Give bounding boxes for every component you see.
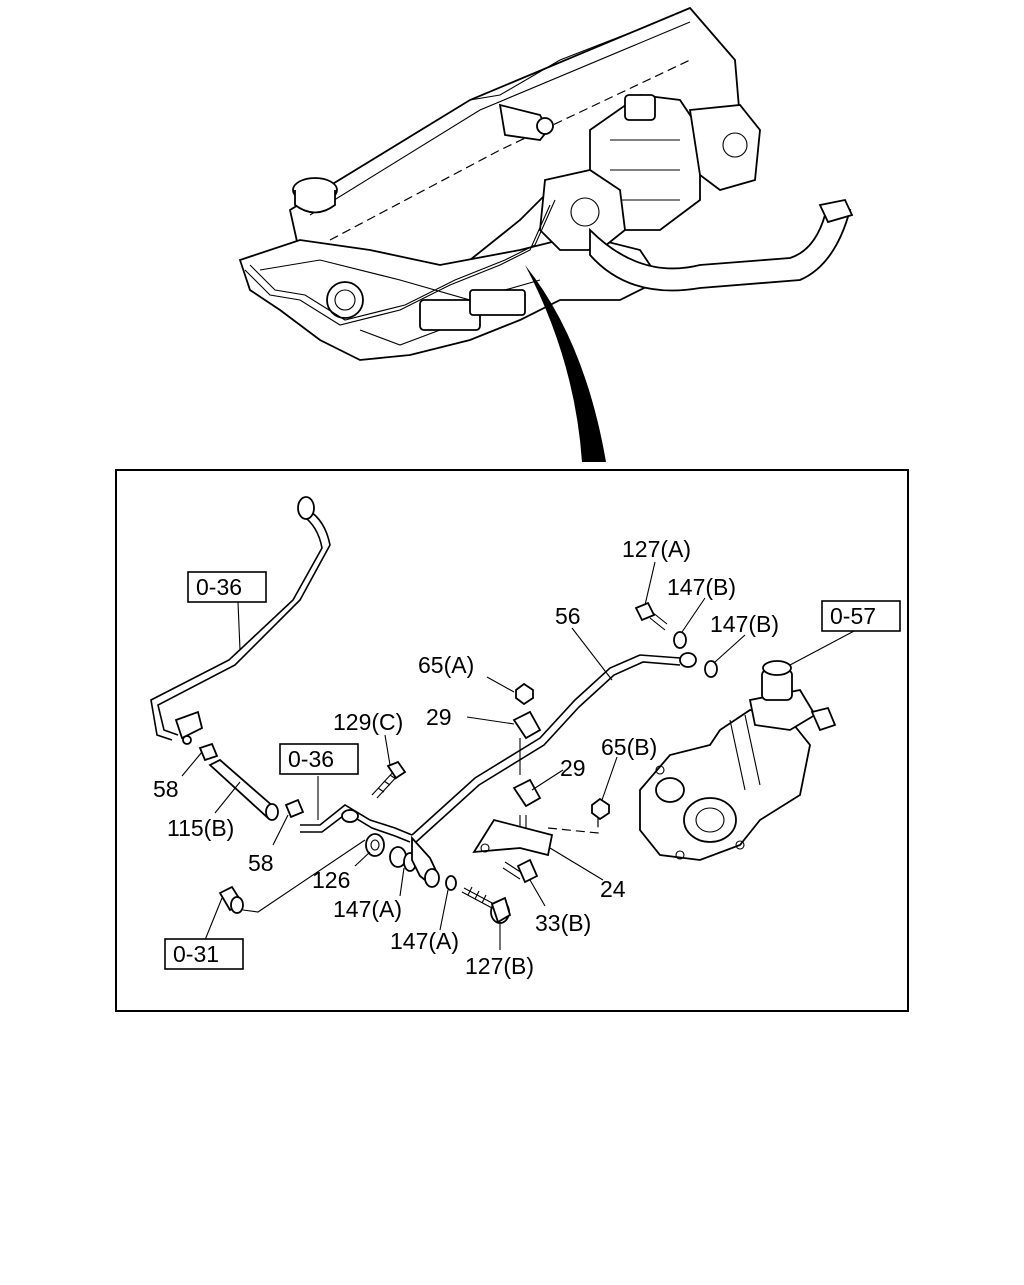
detail-frame [115,469,909,1012]
oil-feed-pipe [150,496,331,745]
banjo-fitting [411,835,440,888]
reference-box-0-31[interactable]: 0-31 [164,938,244,970]
banjo-washer-126 [365,833,385,857]
nut-65a [515,682,534,706]
callout-65a: 65(A) [418,652,474,678]
leader-pointer [525,265,606,462]
callout-127a: 127(A) [622,536,691,562]
callout-33b: 33(B) [535,910,591,936]
return-pipe [300,804,413,843]
washer-147b-upper [673,631,687,649]
banjo-bolt-127b [461,886,512,924]
bracket-24 [472,803,599,857]
callout-127b: 127(B) [465,953,534,979]
callout-65b: 65(B) [601,734,657,760]
callout-24: 24 [600,876,626,902]
bolt-127a [634,601,668,631]
callout-115b: 115(B) [167,815,234,841]
callout-29-lower: 29 [560,755,586,781]
callout-56: 56 [555,603,581,629]
union-connector [218,839,366,914]
callout-126: 126 [312,867,350,893]
washer-147b-right [704,660,718,678]
callout-labels: 127(A) 147(B) 147(B) 56 65(A) 29 129(C) … [153,536,779,979]
gasket-147a-center [445,875,457,891]
pipe-56 [411,652,697,843]
callout-58-upper: 58 [153,776,179,802]
egr-valve-housing [639,660,837,861]
callout-58-lower: 58 [248,850,274,876]
hose-clip-58-upper [198,742,219,762]
reference-box-0-36-lower[interactable]: 0-36 [279,743,359,775]
clamp-29-upper [512,710,542,775]
callout-147b-upper: 147(B) [667,574,736,600]
leader-lines [181,561,857,950]
callout-147a-center: 147(A) [390,928,459,954]
reference-box-0-57[interactable]: 0-57 [821,600,901,632]
hose-115b [208,758,279,821]
nut-65b [591,797,610,821]
reference-label: 0-31 [173,941,219,967]
callout-129c: 129(C) [333,709,403,735]
callout-147a-left: 147(A) [333,896,402,922]
bolt-129c [371,760,407,799]
clamp-29-lower [512,778,542,808]
callout-147b-right: 147(B) [710,611,779,637]
reference-label: 0-57 [830,603,876,629]
bolt-33b [502,858,539,884]
callout-29-upper: 29 [426,704,452,730]
reference-label: 0-36 [196,574,242,600]
reference-box-0-36-upper[interactable]: 0-36 [187,571,267,603]
engine-overview-illustration [238,6,854,462]
reference-label: 0-36 [288,746,334,772]
hose-clip-58-lower [284,798,305,819]
